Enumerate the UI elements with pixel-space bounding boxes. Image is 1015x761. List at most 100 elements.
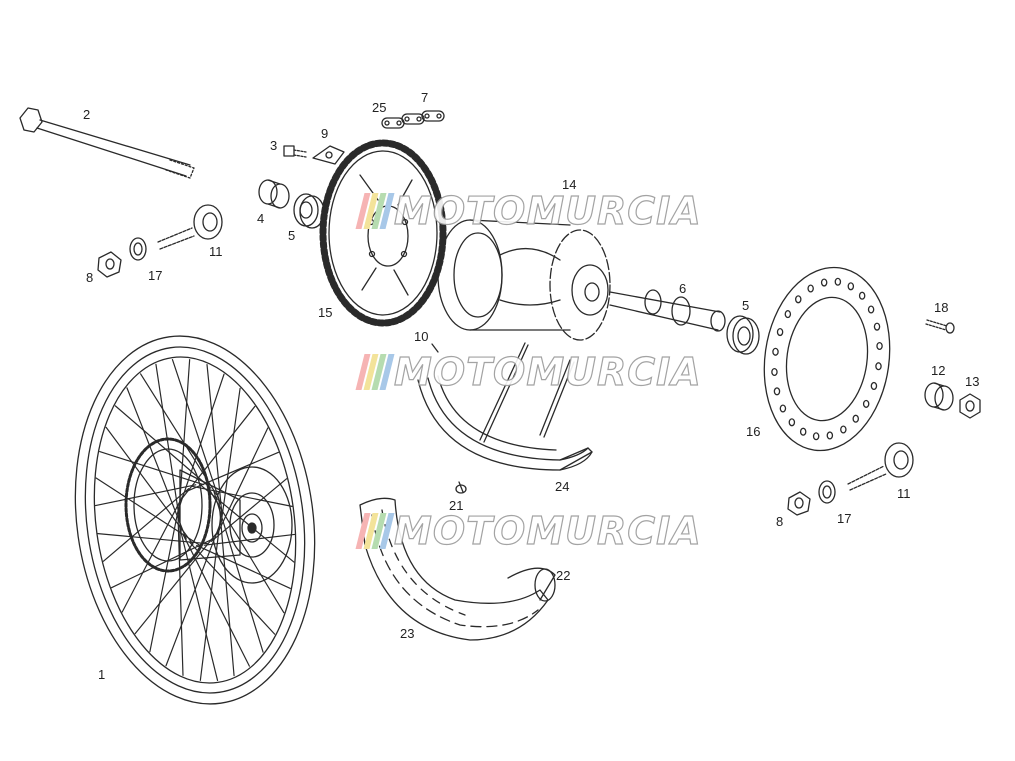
watermark-stripes <box>355 354 395 390</box>
disc-hole <box>867 305 875 314</box>
washer-part-17-left <box>129 237 147 261</box>
wheel-sprocket <box>124 437 212 573</box>
watermark-logo-bottom: MOTOMURCIA <box>355 508 702 554</box>
callout-15: 15 <box>318 305 333 320</box>
watermark-stripes <box>355 193 395 229</box>
disc-hole <box>799 427 807 436</box>
wheel-spoke <box>95 477 202 547</box>
callout-17-left: 17 <box>148 268 163 283</box>
bearing-part-5-right <box>726 315 760 355</box>
wheel-spoke <box>155 363 182 532</box>
callout-3: 3 <box>270 138 278 153</box>
disc-hole <box>812 432 820 441</box>
disc-hole <box>834 277 842 286</box>
hub-spindle-part-6 <box>609 289 726 332</box>
nut-part-8-left <box>97 251 122 278</box>
callout-2: 2 <box>83 107 91 122</box>
disc-hole <box>820 278 828 287</box>
callout-5-right: 5 <box>742 298 750 313</box>
callout-5-left: 5 <box>288 228 296 243</box>
callout-4: 4 <box>257 211 265 226</box>
chain-adjuster-part-9 <box>312 145 345 165</box>
callout-24: 24 <box>555 479 570 494</box>
wheel-spoke <box>110 537 216 589</box>
chain-adjuster-bolt-part-11-right <box>847 442 914 491</box>
bolt-part-3 <box>283 145 307 158</box>
nut-part-8-right <box>787 491 811 516</box>
wheel-spoke <box>196 544 291 590</box>
watermark-text: MOTOMURCIA <box>393 349 702 394</box>
disc-hole <box>852 414 859 423</box>
rear-hub-part-14 <box>437 219 611 341</box>
wheel-spoke <box>99 450 204 486</box>
wheel-spoke <box>105 426 194 545</box>
watermark-stripes <box>355 513 395 549</box>
wheel-spoke <box>199 508 223 681</box>
wheel-spoke <box>121 495 184 613</box>
disc-hole <box>826 431 834 440</box>
watermark-text: MOTOMURCIA <box>393 188 702 233</box>
callout-18: 18 <box>934 300 949 315</box>
wheel-spoke <box>149 504 180 653</box>
callout-25: 25 <box>372 100 387 115</box>
wheel-spoke <box>177 515 184 677</box>
spacer-part-12 <box>924 382 954 411</box>
rear-wheel-part-1 <box>74 335 316 705</box>
callout-17-right: 17 <box>837 511 852 526</box>
disc-hole <box>795 295 802 304</box>
wheel-spoke <box>218 498 235 677</box>
callout-8-right: 8 <box>776 514 784 529</box>
disc-hole <box>840 425 847 434</box>
disc-hole <box>773 387 781 396</box>
callout-9: 9 <box>321 126 329 141</box>
rim-band-part-24 <box>417 375 593 471</box>
callout-8-left: 8 <box>86 270 94 285</box>
callout-16: 16 <box>746 424 761 439</box>
callout-13: 13 <box>965 374 980 389</box>
disc-hole <box>873 322 881 331</box>
wheel-spoke <box>188 541 276 635</box>
washer-part-17-right <box>818 480 836 504</box>
nut-part-13 <box>959 393 981 419</box>
disc-hole <box>875 362 882 371</box>
valve-part-21 <box>455 481 467 494</box>
watermark-logo-middle: MOTOMURCIA <box>355 349 702 395</box>
wheel-spoke <box>180 405 256 501</box>
wheel-spoke <box>94 484 197 507</box>
wheel-spoke <box>114 405 212 489</box>
spacer-part-4 <box>258 179 290 209</box>
callout-1: 1 <box>98 667 106 682</box>
callout-7: 7 <box>421 90 429 105</box>
disc-hole <box>771 367 778 377</box>
callout-23: 23 <box>400 626 415 641</box>
disc-hole <box>870 381 878 391</box>
wheel-spoke <box>102 488 190 562</box>
disc-hole <box>862 399 870 408</box>
watermark-logo-top: MOTOMURCIA <box>355 188 702 234</box>
disc-hole <box>772 347 779 356</box>
wheel-spoke <box>216 427 269 535</box>
wheel-spoke <box>184 451 280 493</box>
callout-12: 12 <box>931 363 946 378</box>
callout-21: 21 <box>449 498 464 513</box>
disc-hole <box>876 341 883 351</box>
disc-hole <box>776 327 784 337</box>
wheel-brake-disc <box>211 466 293 584</box>
callout-11-left: 11 <box>209 244 223 259</box>
brake-disc-part-16 <box>763 266 891 452</box>
wheel-spoke <box>97 533 209 545</box>
disc-hole <box>807 284 814 293</box>
callout-11-right: 11 <box>897 486 911 501</box>
disc-hole <box>858 291 866 300</box>
bolt-part-18 <box>925 319 955 334</box>
disc-hole <box>784 310 792 319</box>
wheel-spoke <box>203 533 296 546</box>
chain-adjuster-bolt-part-11-left <box>157 204 223 250</box>
callout-22: 22 <box>556 568 571 583</box>
spoke-part-10 <box>431 342 575 443</box>
wheel-spoke <box>210 478 288 542</box>
disc-hole <box>788 418 796 427</box>
disc-hole <box>779 404 787 413</box>
wheel-spoke <box>134 529 220 635</box>
